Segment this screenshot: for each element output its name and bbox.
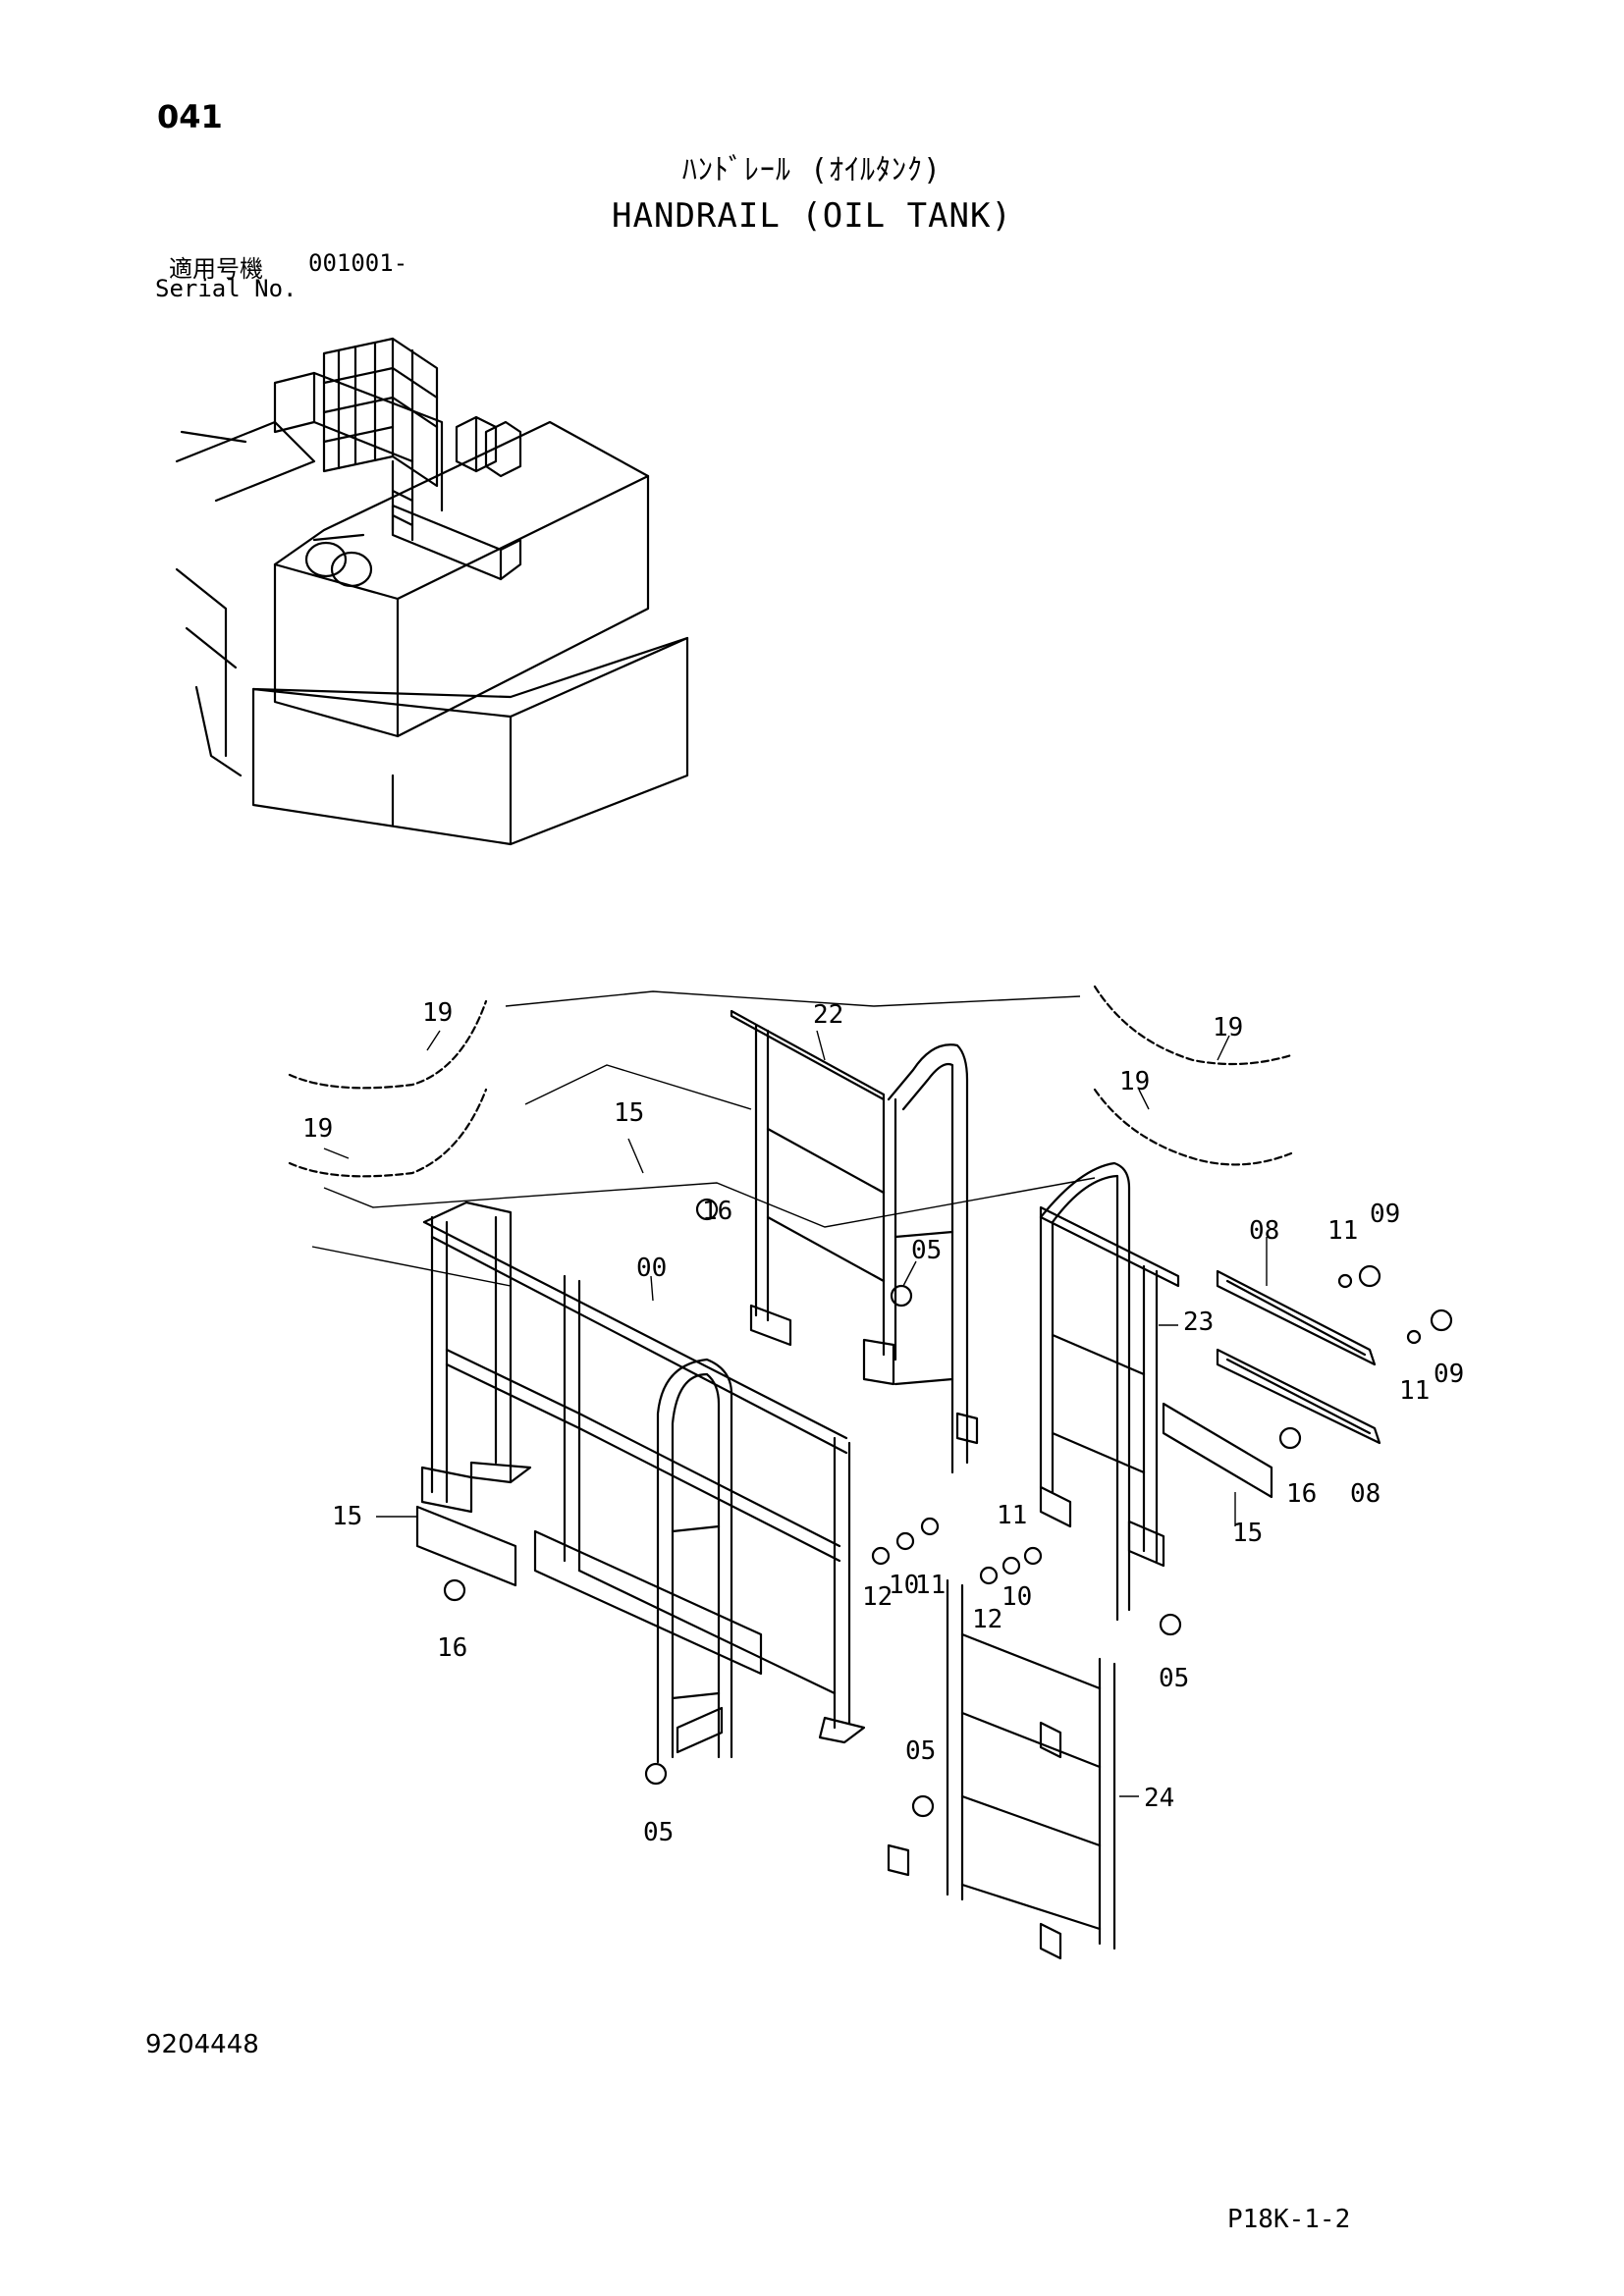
callout-08-lower: 08 — [1350, 1479, 1380, 1509]
serial-label-english: Serial No. — [155, 275, 298, 302]
title-japanese: ﾊﾝﾄﾞﾚｰﾙ (ｵｲﾙﾀﾝｸ) — [681, 153, 943, 187]
callout-11-left: 11 — [915, 1571, 946, 1600]
callout-08-upper: 08 — [1249, 1216, 1279, 1246]
callout-10-left: 10 — [889, 1571, 919, 1600]
callout-19-top-right: 19 — [1213, 1013, 1243, 1042]
page-reference: P18K-1-2 — [1227, 2205, 1351, 2234]
title-english: HANDRAIL (OIL TANK) — [612, 196, 1012, 236]
callout-19-top-left: 19 — [422, 998, 453, 1028]
serial-range: 001001- — [308, 249, 408, 277]
page-number: 041 — [157, 98, 223, 135]
callout-09-upper: 09 — [1370, 1200, 1400, 1229]
callout-15-left: 15 — [332, 1502, 362, 1531]
callout-23: 23 — [1183, 1308, 1214, 1337]
callout-11-right: 11 — [1399, 1376, 1430, 1406]
callout-10-right: 10 — [1001, 1582, 1032, 1612]
serial-label-japanese: 適用号機 — [169, 255, 263, 283]
callout-12-right: 12 — [972, 1605, 1002, 1634]
callout-22: 22 — [813, 1000, 843, 1030]
callout-05-lower-center: 05 — [905, 1736, 936, 1766]
callout-19-right: 19 — [1119, 1067, 1150, 1096]
callout-19-left: 19 — [302, 1114, 333, 1144]
callout-11-center: 11 — [997, 1501, 1027, 1530]
callout-05-upper: 05 — [911, 1236, 942, 1265]
callout-00: 00 — [636, 1254, 667, 1283]
callout-15-right: 15 — [1232, 1519, 1263, 1548]
callout-05-lower-left: 05 — [643, 1818, 674, 1847]
callout-16-right: 16 — [1286, 1479, 1317, 1509]
document-number: 9204448 — [145, 2030, 259, 2059]
callout-24: 24 — [1144, 1784, 1174, 1813]
callout-12-left: 12 — [862, 1582, 893, 1612]
callout-15-top: 15 — [614, 1098, 644, 1128]
callout-11-upper: 11 — [1327, 1216, 1358, 1246]
callout-05-right: 05 — [1159, 1664, 1189, 1693]
callout-09-right: 09 — [1434, 1360, 1464, 1389]
callout-16-left: 16 — [437, 1633, 467, 1663]
callout-16-top: 16 — [702, 1197, 732, 1226]
